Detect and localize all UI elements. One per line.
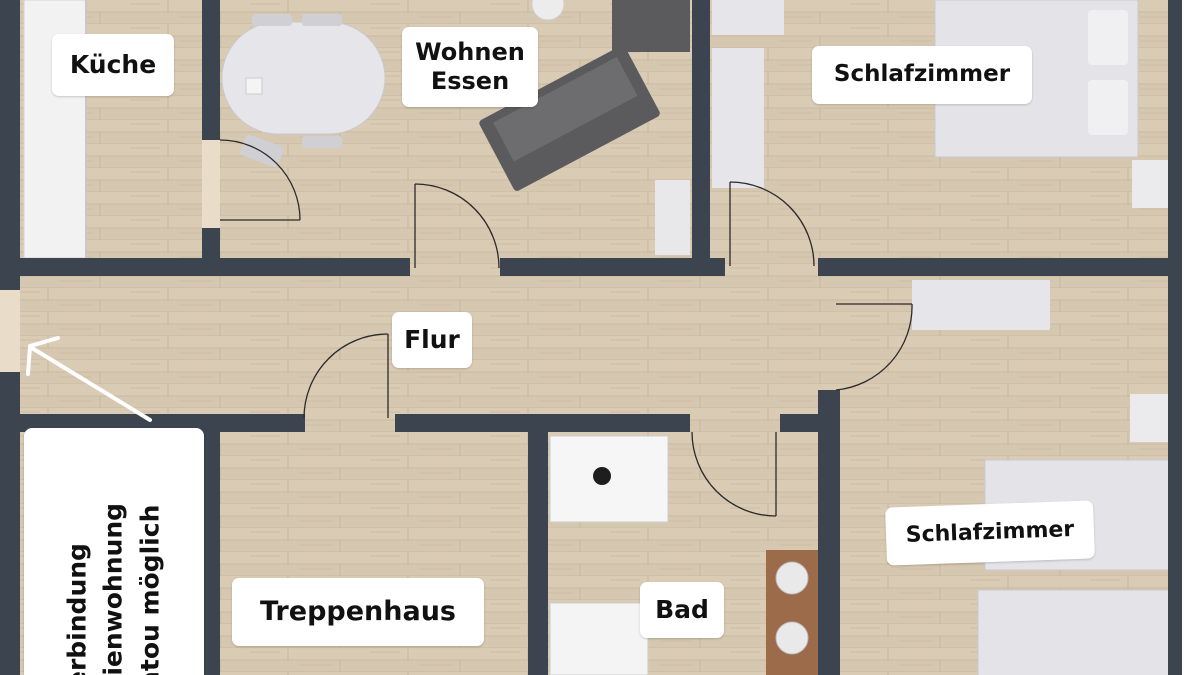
door-frame [202,140,220,228]
nightstand [1132,160,1170,208]
armchair [612,0,690,52]
room-label-text: Treppenhaus [259,595,456,627]
room-label-text: Essen [430,67,510,95]
door-swing [219,139,301,221]
arrow-icon [26,336,152,422]
door-swing [691,431,777,517]
note-line: rienwohnung [98,502,128,675]
sofa-cushion [493,56,638,162]
bed [977,589,1171,675]
wall [202,0,220,140]
wall [1168,0,1182,675]
door-swing [835,303,913,391]
wardrobe [712,48,764,188]
room-label-text: Bad [655,595,709,624]
room-label-text: Flur [404,325,460,354]
wall [202,414,220,675]
room-label-kueche: Küche [52,34,174,96]
room-label-text: Wohnen [415,38,525,67]
nightstand [1130,394,1168,442]
wall [818,390,840,675]
room-label-schlafzimmer-1: Schlafzimmer [812,46,1032,104]
wall [0,414,305,432]
sink [775,561,809,595]
room-label-wohnen-essen: Wohnen Essen [402,27,538,107]
cabinet [655,180,690,255]
note-line: erbindung [62,543,92,675]
wall [818,258,1182,276]
pillow [1088,80,1128,135]
wardrobe [712,0,784,35]
door-swing [303,333,389,419]
chair [302,14,342,26]
desk [912,280,1050,330]
pillow [1088,10,1128,65]
lamp [245,77,263,95]
wall [528,414,548,675]
room-label-flur: Flur [392,312,472,368]
room-label-treppenhaus: Treppenhaus [232,578,484,646]
side-table [531,0,565,21]
room-label-bad: Bad [640,582,724,638]
chair [302,136,342,148]
bathtub [549,602,649,675]
chair [252,14,292,26]
wall [202,228,220,276]
wall [0,372,20,675]
sink [775,621,809,655]
wall [692,0,710,276]
room-label-text: Küche [69,50,157,79]
note-line: atou möglich [135,504,165,675]
wall [0,0,20,290]
door-frame [0,290,20,372]
shower-head [593,467,611,485]
connection-note: erbindung rienwohnung atou möglich [24,428,204,675]
wall [500,258,725,276]
door-swing [729,181,815,267]
room-label-text: Schlafzimmer [905,516,1075,548]
room-label-schlafzimmer-2: Schlafzimmer [885,500,1095,566]
room-label-text: Schlafzimmer [833,61,1011,88]
door-swing [414,183,500,269]
outside-area [1180,0,1200,675]
connection-note-text: erbindung rienwohnung atou möglich [60,428,169,675]
doors [219,139,913,517]
